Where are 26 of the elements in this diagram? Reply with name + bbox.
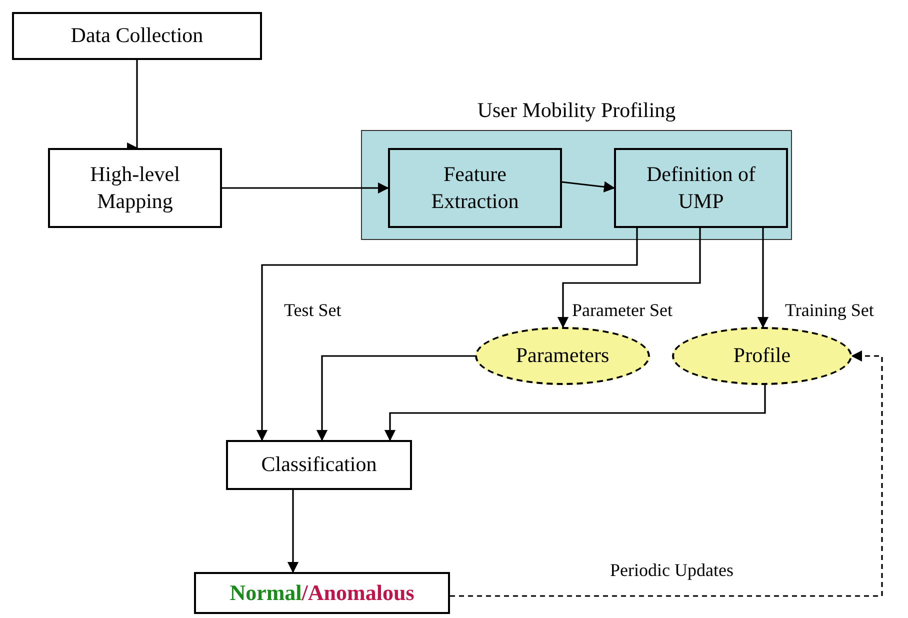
node-label: Data Collection — [70, 22, 204, 50]
connector-arrow — [562, 181, 616, 192]
group-heading: User Mobility Profiling — [476, 97, 677, 124]
connector-arrow — [316, 355, 475, 442]
node-label: Definition of UMP — [645, 160, 757, 215]
separator-slash: / — [302, 580, 308, 605]
result-label: Anomalous — [308, 580, 414, 605]
connector-arrow — [757, 228, 769, 328]
node-label: Profile — [732, 342, 792, 370]
process-box — [388, 148, 562, 228]
connector-arrow — [222, 182, 390, 194]
node-label: High-level Mapping — [89, 160, 181, 215]
process-box — [194, 572, 450, 614]
connector-arrow — [450, 350, 883, 597]
process-box — [12, 12, 262, 60]
connector-arrow — [557, 228, 701, 328]
process-box — [48, 148, 222, 228]
connector-arrow — [256, 228, 638, 442]
node-label: Classification — [260, 451, 378, 478]
process-box — [614, 148, 788, 228]
connector-arrow — [287, 490, 299, 574]
result-label: Normal — [230, 580, 302, 605]
node-label: Parameters — [514, 342, 610, 370]
node-label: Feature Extraction — [430, 160, 520, 215]
process-box — [226, 440, 412, 490]
connector-arrow — [384, 385, 766, 442]
